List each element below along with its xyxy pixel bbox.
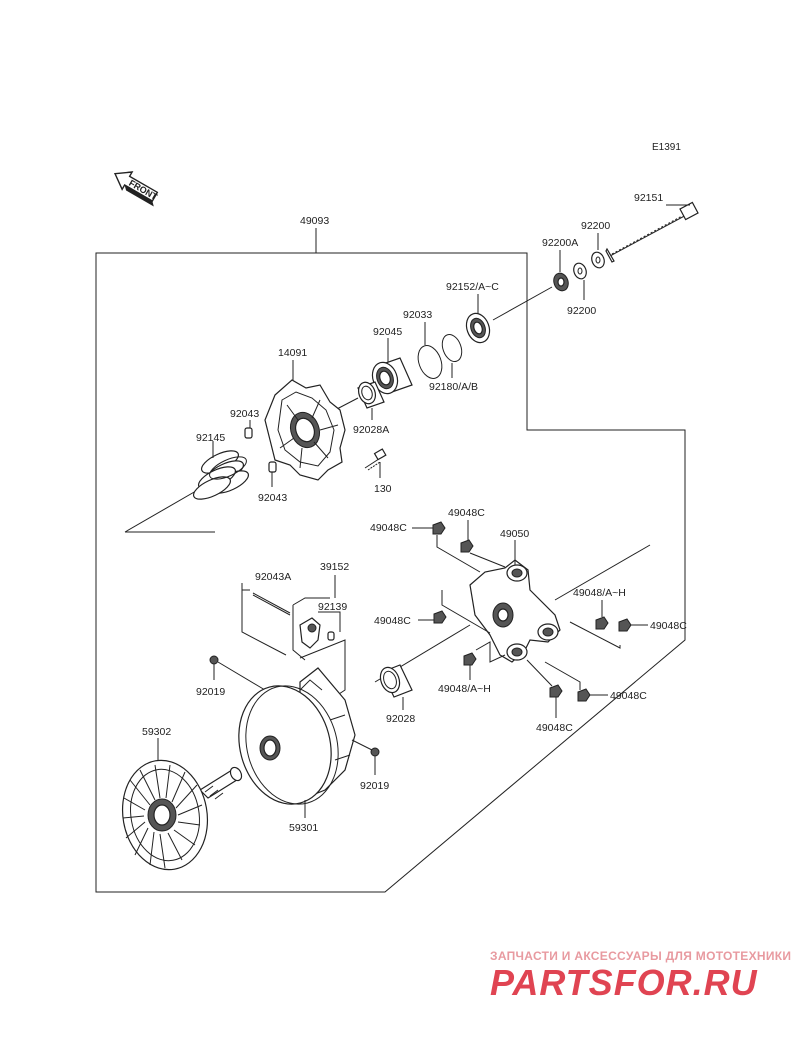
- circlip-92033: [417, 345, 443, 379]
- label-92028A: 92028A: [353, 424, 389, 436]
- label-92043-bottom: 92043: [258, 492, 287, 504]
- nut-49048C-e: [549, 684, 563, 698]
- nut-49048C-c: [433, 610, 447, 624]
- label-49048C-c: 49048C: [374, 615, 411, 627]
- cover-14091: [264, 379, 346, 481]
- spider-49050: [469, 559, 561, 663]
- assembly-boundary: [95, 252, 686, 893]
- nut-49048AH-b: [463, 652, 477, 666]
- pin-92043-bottom: [268, 461, 277, 473]
- spring-92145: [192, 450, 250, 500]
- label-49048AH-b: 49048/A~H: [438, 683, 491, 695]
- label-49048C-b: 49048C: [448, 507, 485, 519]
- watermark-brand: PARTSFOR.RU: [490, 962, 758, 1003]
- label-49048C-d: 49048C: [650, 620, 687, 632]
- nut-49048C-d: [618, 618, 632, 632]
- nut-49048C-a: [432, 521, 446, 535]
- label-92200-top: 92200: [581, 220, 610, 232]
- seal-92152: [465, 312, 491, 344]
- label-92200A: 92200A: [542, 237, 578, 249]
- label-92019-a: 92019: [196, 686, 225, 698]
- nut-92019-b: [370, 747, 380, 757]
- label-59302: 59302: [142, 726, 171, 738]
- label-92019-b: 92019: [360, 780, 389, 792]
- label-92043-top: 92043: [230, 408, 259, 420]
- washer-92200A: [553, 272, 569, 292]
- bushing-92028: [379, 664, 413, 698]
- label-59301: 59301: [289, 822, 318, 834]
- circlip-92180: [441, 333, 463, 363]
- label-39152: 39152: [320, 561, 349, 573]
- label-130: 130: [374, 483, 392, 495]
- label-49048AH-a: 49048/A~H: [573, 587, 626, 599]
- label-49093: 49093: [300, 215, 329, 227]
- label-49048C-e: 49048C: [536, 722, 573, 734]
- bolt-130: [364, 448, 387, 471]
- nut-49048C-f: [577, 688, 591, 702]
- sheave-59301: [238, 667, 356, 805]
- label-92139: 92139: [318, 601, 347, 613]
- weight-92139: [299, 617, 335, 649]
- pin-92043-top: [244, 427, 253, 439]
- label-92045: 92045: [373, 326, 402, 338]
- nut-49048C-b: [460, 539, 474, 553]
- label-92043A: 92043A: [255, 571, 291, 583]
- front-arrow-icon: FRONT: [113, 171, 159, 207]
- label-92180: 92180/A/B: [429, 381, 478, 393]
- nut-92019-a: [209, 655, 219, 665]
- label-49048C-f: 49048C: [610, 690, 647, 702]
- nut-49048AH-a: [595, 616, 609, 630]
- pin-92043A: [252, 592, 291, 616]
- label-14091: 14091: [278, 347, 307, 359]
- watermark-top-text: ЗАПЧАСТИ И АКСЕССУАРЫ ДЛЯ МОТОТЕХНИКИ: [490, 949, 791, 963]
- label-92152: 92152/A~C: [446, 281, 499, 293]
- label-49048C-a: 49048C: [370, 522, 407, 534]
- label-92033: 92033: [403, 309, 432, 321]
- washer-92200-top: [591, 251, 605, 269]
- label-92145: 92145: [196, 432, 225, 444]
- bearing-92045: [371, 357, 413, 395]
- label-49050: 49050: [500, 528, 529, 540]
- label-92028: 92028: [386, 713, 415, 725]
- label-92200-bottom: 92200: [567, 305, 596, 317]
- washer-92200-bottom: [573, 262, 587, 280]
- label-92151: 92151: [634, 192, 663, 204]
- bolt-92151: [605, 201, 699, 263]
- diagram-code: E1391: [652, 142, 681, 153]
- sheave-59302: [121, 759, 243, 871]
- bushing-92028A: [357, 381, 385, 409]
